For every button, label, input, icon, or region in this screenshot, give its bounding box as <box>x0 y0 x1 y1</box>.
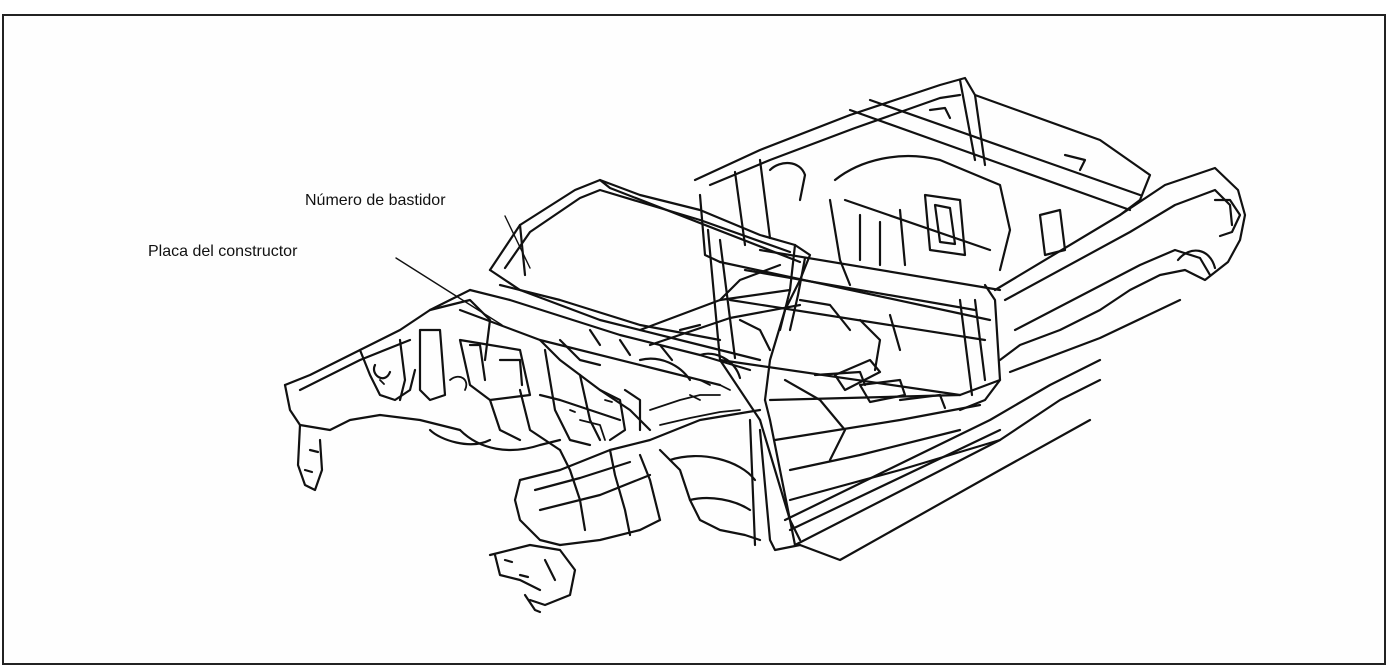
windshield-frame <box>488 178 812 402</box>
leader-line-vin <box>504 215 531 269</box>
figure-frame <box>2 14 1386 665</box>
front-left-strut-tower <box>283 288 562 492</box>
front-inner-structure <box>379 375 741 441</box>
firewall <box>488 338 652 452</box>
front-right-wheel-arch <box>488 408 762 614</box>
rear-quarter-panel <box>993 166 1247 374</box>
door-opening-b-pillar <box>706 228 1002 422</box>
leader-lines <box>395 215 531 326</box>
leader-line-plate <box>395 257 503 326</box>
side-sill <box>748 358 1102 562</box>
cowl-panel <box>458 288 752 387</box>
label-vin-number: Número de bastidor <box>305 192 446 209</box>
floor-pan <box>638 263 1002 542</box>
rear-compartment <box>693 76 1152 322</box>
label-manufacturer-plate: Placa del constructor <box>148 243 298 260</box>
